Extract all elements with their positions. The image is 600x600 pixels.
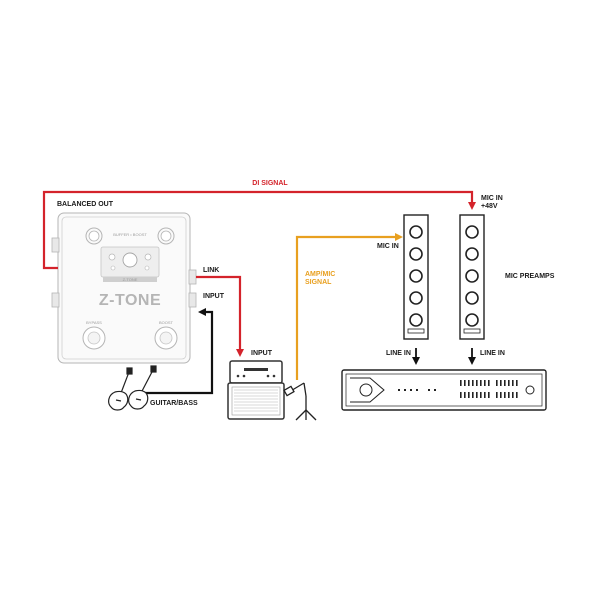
balanced-out-label: BALANCED OUT: [57, 201, 114, 208]
mic-preamp-rack-left: [403, 214, 429, 340]
z-tone-small-label: Z-TONE: [123, 277, 138, 282]
pedal-brand: Z-TONE: [99, 292, 161, 309]
guitar-cable-path: [140, 308, 214, 395]
amp-mic-label-line2: SIGNAL: [305, 279, 332, 286]
mic-in-label: MIC IN: [377, 243, 399, 250]
bypass-label: BYPASS: [86, 320, 102, 325]
electric-bass-icon: [128, 365, 157, 410]
microphone-stand-icon: [283, 382, 317, 421]
electric-guitar-icon: [108, 367, 133, 411]
boost-label: BOOST: [159, 320, 174, 325]
guitar-bass-label: GUITAR/BASS: [150, 400, 198, 407]
amp-input-label: INPUT: [251, 350, 273, 357]
buffer-boost-label: BUFFER • BOOST: [113, 232, 147, 237]
line-in-left-label: LINE IN: [386, 350, 411, 357]
mic-preamp-rack-right: [459, 214, 485, 340]
guitar-amp-icon: [227, 360, 285, 420]
mic-preamps-label: MIC PREAMPS: [505, 273, 555, 280]
di-signal-path: [42, 190, 476, 270]
line-in-right-label: LINE IN: [480, 350, 505, 357]
mic-in-48v-label-line1: MIC IN: [481, 195, 503, 202]
amp-mic-signal-path: [295, 233, 403, 380]
link-label: LINK: [203, 267, 219, 274]
mic-in-48v-label-line2: +48V: [481, 203, 498, 210]
link-path: [196, 275, 244, 357]
di-signal-label: DI SIGNAL: [252, 180, 288, 187]
rack-interface-icon: [341, 369, 547, 411]
amp-mic-label-line1: AMP/MIC: [305, 271, 335, 278]
z-tone-pedal: BUFFER • BOOST Z-TONE Z-TONE BYPASS BOOS…: [51, 212, 197, 364]
pedal-input-label: INPUT: [203, 293, 225, 300]
